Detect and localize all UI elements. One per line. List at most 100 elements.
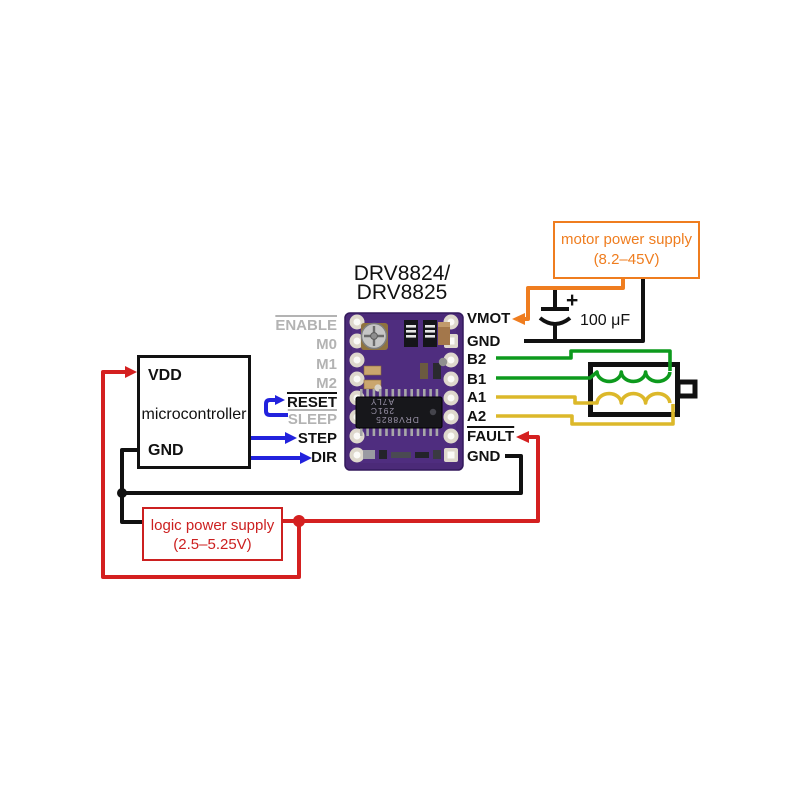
pin-label-fault: FAULT (467, 428, 514, 445)
resistor-mark (406, 325, 416, 328)
pcb-pads-right (443, 314, 459, 462)
ic-body (355, 396, 443, 429)
capacitor-smd-band (438, 322, 450, 327)
ti-logo-icon (429, 408, 437, 416)
smd-part (433, 450, 441, 459)
wire-gnd-to-motor-supply (524, 279, 645, 343)
gnd-junction-dot (117, 488, 127, 498)
pin-label-reset: RESET (217, 394, 337, 411)
ic-leg (410, 427, 413, 436)
pad-hole (353, 451, 361, 459)
ic-marking-line2: 291C (370, 406, 394, 416)
smd-part (420, 363, 428, 379)
ic-leg (360, 427, 363, 436)
motor-supply-line2: (8.2–45V) (593, 251, 660, 268)
diagram-title-line2: DRV8825 (356, 281, 448, 304)
ic-leg (435, 389, 439, 398)
motor-supply-line1: motor power supply (561, 231, 692, 248)
trimpot-center (370, 332, 378, 340)
ic-leg (429, 389, 432, 398)
ic-leg (378, 427, 382, 436)
reset-arrowhead (275, 395, 285, 405)
mcu-pin-gnd: GND (148, 442, 184, 459)
ic-leg (397, 427, 401, 436)
pin-label-enable: ENABLE (217, 317, 337, 334)
ic-leg (410, 389, 413, 398)
wire-b2 (496, 349, 672, 371)
stepper-motor-symbol (588, 362, 698, 417)
smd-part (415, 452, 429, 458)
ic-leg (372, 427, 376, 436)
pin-label-step: STEP (297, 430, 337, 447)
diagram-title-line1: DRV8824/ (353, 262, 451, 285)
pad-hole (353, 432, 361, 440)
pad-hole (353, 356, 361, 364)
logic-junction-dot (293, 515, 305, 527)
pin-label-b2: B2 (467, 351, 487, 368)
resistor-mark (425, 330, 435, 333)
ic-leg (378, 389, 382, 398)
pad-hole (447, 375, 455, 383)
ic-legs-top (360, 389, 439, 398)
wire-b1-and-coil (496, 370, 672, 384)
pad-hole (353, 318, 361, 326)
pad-hole (447, 337, 455, 345)
mcu-pin-vdd: VDD (148, 367, 182, 384)
pin-label-b1: B1 (467, 371, 487, 388)
pin-label-sleep-text: SLEEP (287, 411, 337, 428)
smd-part (363, 379, 382, 390)
pad-hole (353, 337, 361, 345)
pad-hole (447, 394, 455, 402)
wire-gnd-bus (122, 454, 523, 495)
signal-wires (250, 395, 312, 464)
logic-supply-line2: (2.5–5.25V) (173, 536, 252, 553)
resistor (423, 320, 437, 347)
logic-power-supply-box: logic power supply (2.5–5.25V) (142, 507, 283, 561)
smd-part (391, 452, 411, 458)
ic-leg (360, 389, 363, 398)
driver-ic: DRV8825 291C A7LY (355, 389, 443, 436)
ic-leg (416, 427, 420, 436)
pad-hole (447, 451, 455, 459)
wire-vdd-loop (101, 370, 301, 579)
pad-hole (447, 356, 455, 364)
microcontroller-box: VDD microcontroller GND (137, 355, 251, 469)
ic-leg (366, 427, 369, 436)
diagram-title: DRV8824/ DRV8825 (312, 262, 492, 304)
ic-leg (397, 389, 401, 398)
ic-leg (416, 389, 420, 398)
pin-label-gnd-top: GND (467, 333, 501, 350)
ic-marking-line3: A7LY (370, 397, 394, 407)
trimpot-icon (360, 322, 388, 350)
pin-label-a1: A1 (467, 389, 487, 406)
pin-label-reset-text: RESET (286, 394, 337, 411)
smd-components-top (404, 320, 450, 347)
dir-arrowhead (300, 452, 312, 464)
smd-part (379, 450, 387, 459)
coil-b-wires (496, 349, 672, 384)
logic-supply-line1: logic power supply (150, 517, 275, 534)
smd-part (363, 365, 382, 376)
vmot-arrowhead (512, 313, 525, 325)
ic-leg (385, 427, 388, 436)
wire-fault-pullup (283, 435, 540, 523)
pin-label-dir: DIR (311, 449, 337, 466)
fault-arrowhead (516, 431, 529, 443)
pin-label-m0: M0 (316, 336, 337, 353)
pin-label-m2: M2 (316, 375, 337, 392)
vmot-wire-group (512, 279, 625, 325)
ground-wires (120, 279, 645, 524)
ic-marking: DRV8825 291C A7LY (370, 397, 419, 425)
cap-plate-curved (538, 316, 572, 326)
ic-leg (385, 389, 388, 398)
ic-leg (404, 389, 407, 398)
pad-hole (353, 375, 361, 383)
step-arrowhead (285, 432, 297, 444)
pad-hole (447, 413, 455, 421)
ic-leg (423, 427, 426, 436)
smd-part (363, 450, 375, 459)
pin-label-sleep: SLEEP (217, 411, 337, 428)
ic-leg (366, 389, 369, 398)
resistor-mark (406, 335, 416, 338)
